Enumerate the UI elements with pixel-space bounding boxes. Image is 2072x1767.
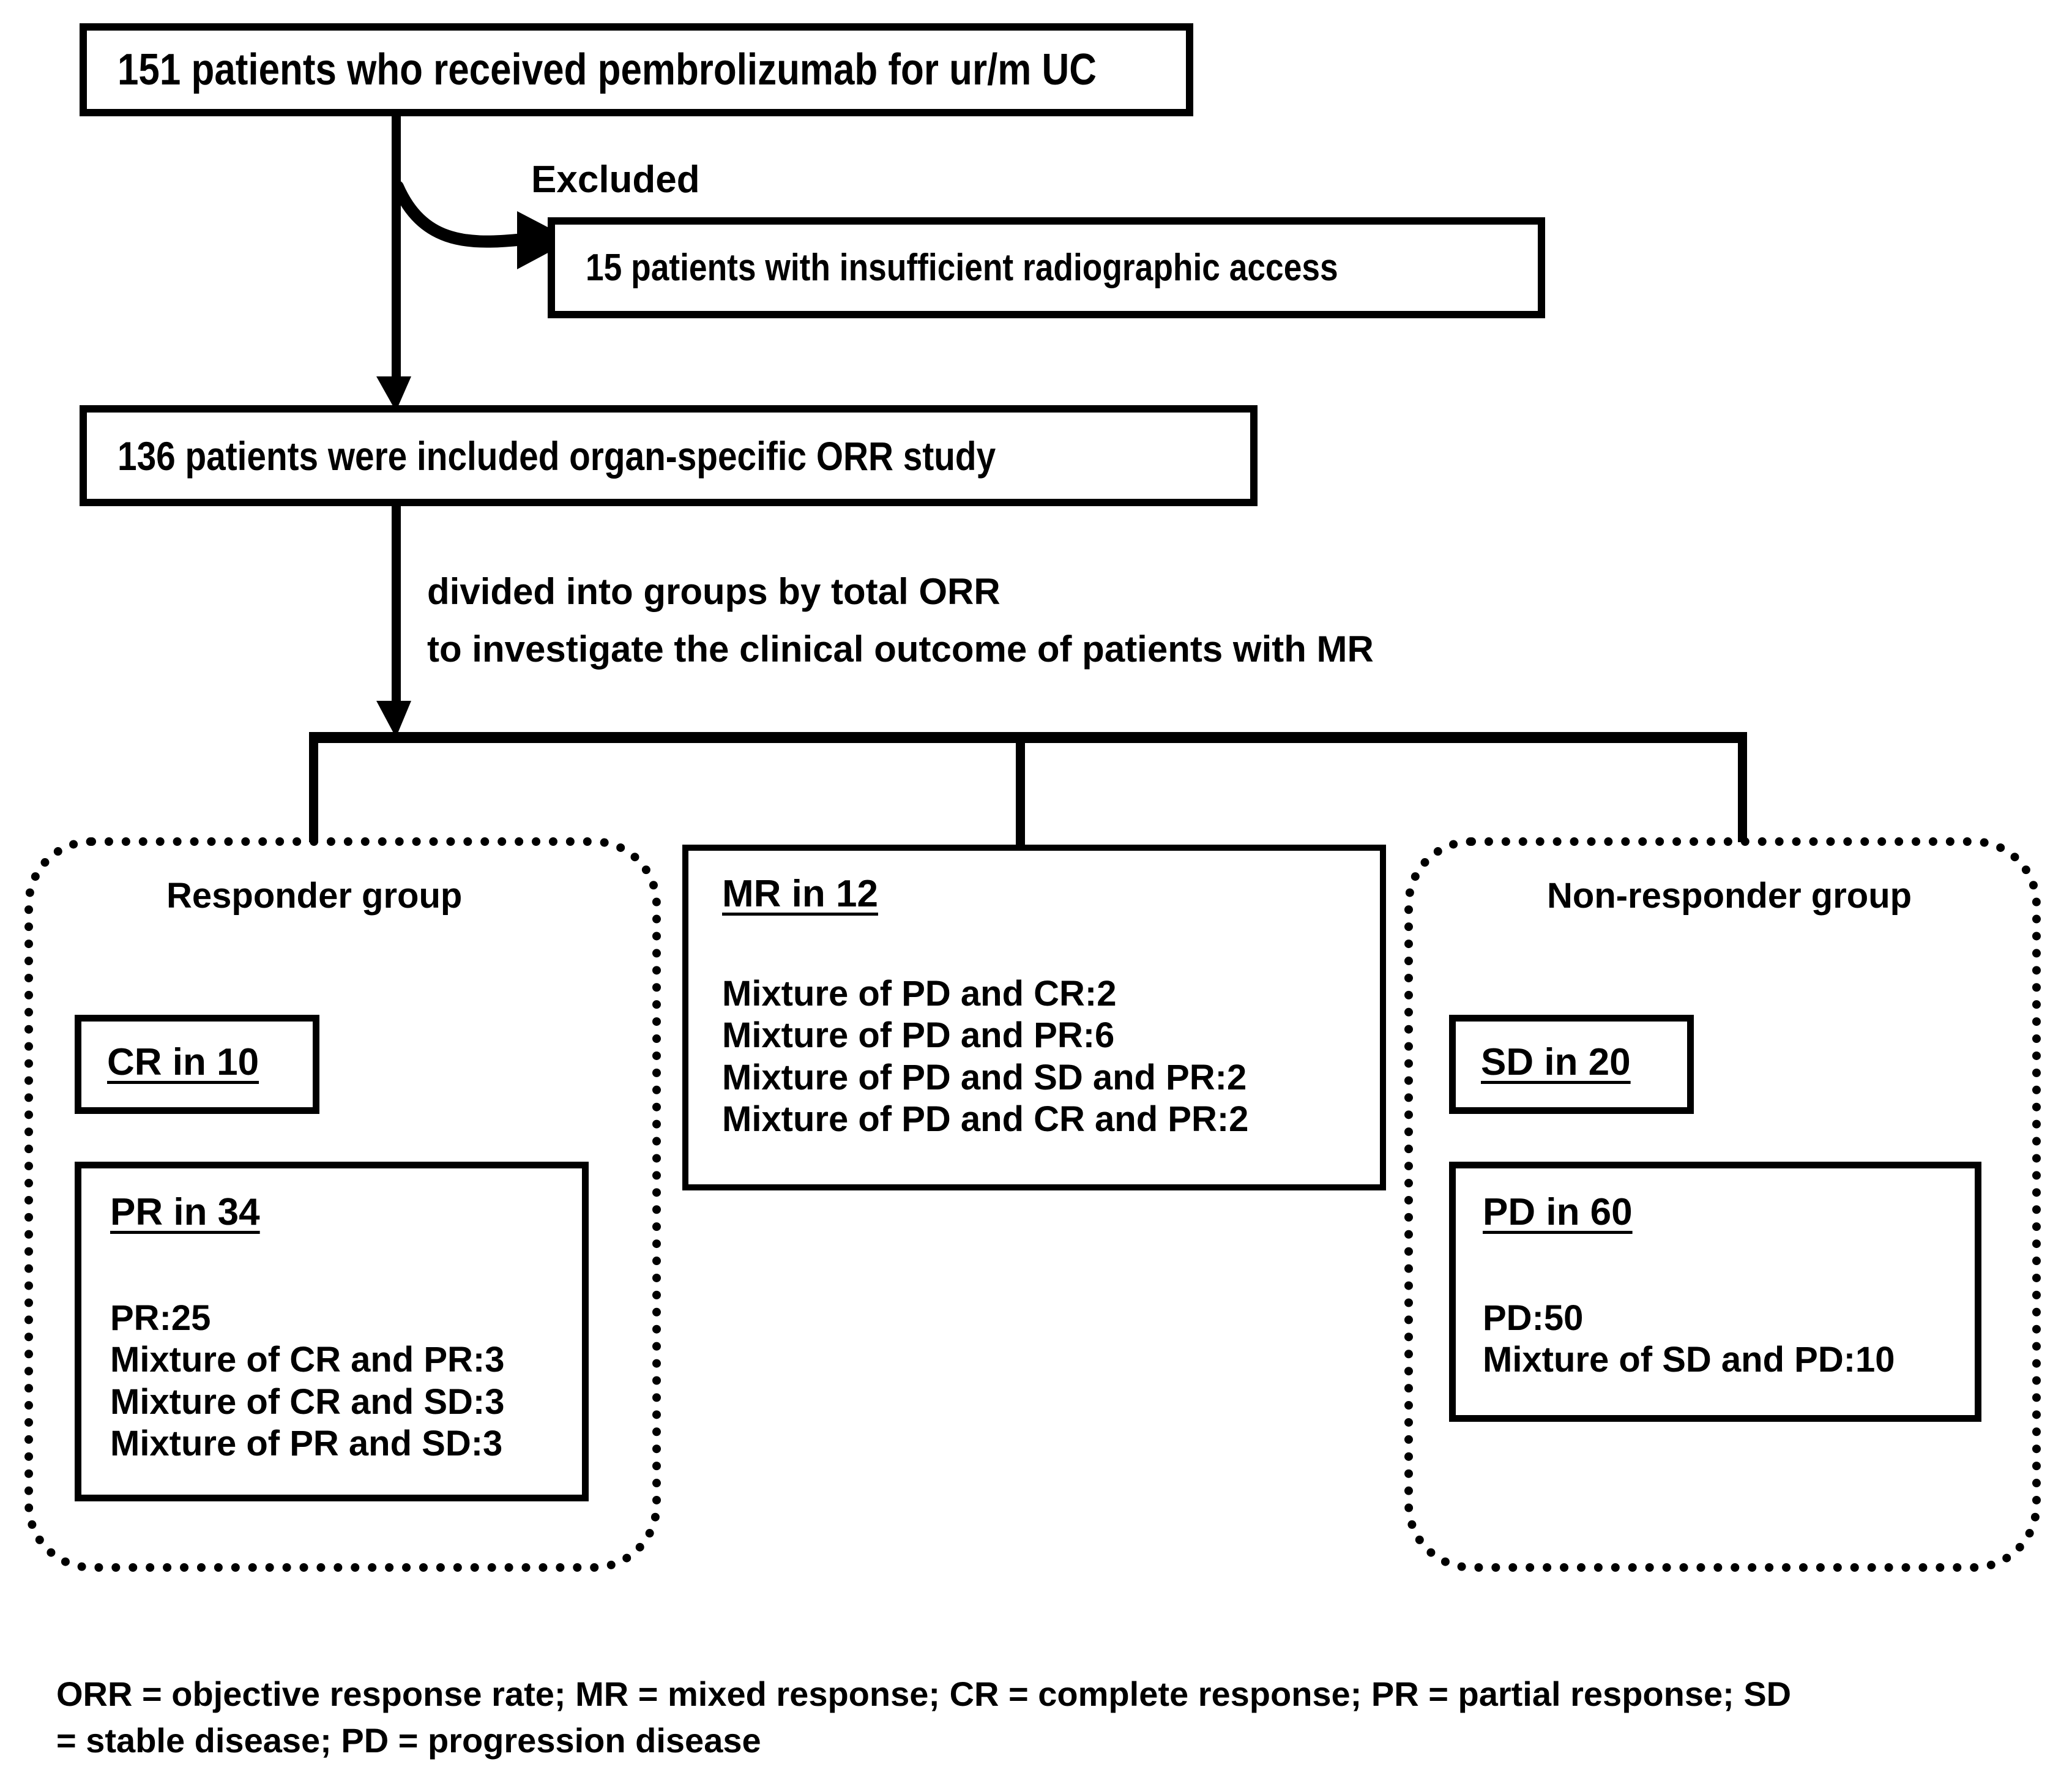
box-excluded-patients-text: 15 patients with insufficient radiograph… — [586, 247, 1338, 289]
text-line: Mixture of PD and SD and PR:2 — [722, 1057, 1248, 1099]
box-included-patients-text: 136 patients were included organ-specifi… — [117, 433, 996, 479]
text-line: PD:50 — [1483, 1298, 1584, 1338]
group-nonresponder — [1404, 837, 2041, 1572]
box-mr — [682, 845, 1386, 1190]
text-line: Mixture of PR and SD:3 — [110, 1424, 503, 1464]
division-note-line-2: to investigate the clinical outcome of p… — [427, 629, 1374, 670]
box-pr — [75, 1162, 589, 1501]
box-pr-heading: PR in 34 — [110, 1191, 260, 1233]
text-line-span: Mixture of PD and CR and PR:2 — [722, 1099, 1249, 1140]
split-bar-horizontal — [309, 732, 1747, 743]
box-cr — [75, 1015, 319, 1114]
text-line: PR:25 — [110, 1298, 211, 1338]
box-pd-heading: PD in 60 — [1483, 1191, 1633, 1233]
text-line-span: Mixture of PD and PR:6 — [722, 1015, 1115, 1056]
footnote-line-2: = stable disease; PD = progression disea… — [56, 1720, 761, 1760]
box-total-patients-text: 151 patients who received pembrolizumab … — [117, 45, 1097, 94]
box-mr-heading: MR in 12 — [722, 873, 878, 915]
excluded-label: Excluded — [531, 159, 700, 201]
text-line: Mixture of PD and CR and PR:2 — [722, 1099, 1248, 1140]
box-included-patients: 136 patients were included organ-specifi… — [80, 405, 1258, 506]
text-line: Mixture of SD and PD:10 — [1483, 1340, 1895, 1380]
text-line: Mixture of CR and SD:3 — [110, 1381, 505, 1422]
group-responder — [24, 837, 661, 1572]
connector-included-to-split — [392, 506, 401, 717]
box-cr-heading: CR in 10 — [107, 1041, 259, 1083]
box-sd-heading: SD in 20 — [1481, 1041, 1631, 1083]
split-drop-center — [1016, 732, 1025, 848]
curved-arrow-excluded — [392, 181, 523, 248]
text-line-span: Mixture of PD and CR:2 — [722, 974, 1117, 1014]
box-sd — [1449, 1015, 1694, 1114]
box-excluded-patients: 15 patients with insufficient radiograph… — [548, 217, 1545, 318]
group-responder-title: Responder group — [166, 876, 463, 916]
text-line-span: Mixture of PD and SD and PR:2 — [722, 1057, 1247, 1097]
text-line: Mixture of PD and CR:2 — [722, 973, 1248, 1015]
division-note-line-1: divided into groups by total ORR — [427, 571, 1001, 612]
footnote-line-1: ORR = objective response rate; MR = mixe… — [56, 1675, 1792, 1713]
box-total-patients: 151 patients who received pembrolizumab … — [80, 23, 1193, 116]
connector-top-to-included — [392, 116, 401, 386]
split-drop-right — [1738, 732, 1747, 842]
text-line: Mixture of PD and PR:6 — [722, 1015, 1248, 1056]
split-drop-left — [309, 732, 318, 842]
text-line: Mixture of CR and PR:3 — [110, 1340, 505, 1380]
group-nonresponder-title: Non-responder group — [1547, 876, 1912, 916]
box-pd — [1449, 1162, 1981, 1422]
footnote: ORR = objective response rate; MR = mixe… — [56, 1671, 2051, 1763]
